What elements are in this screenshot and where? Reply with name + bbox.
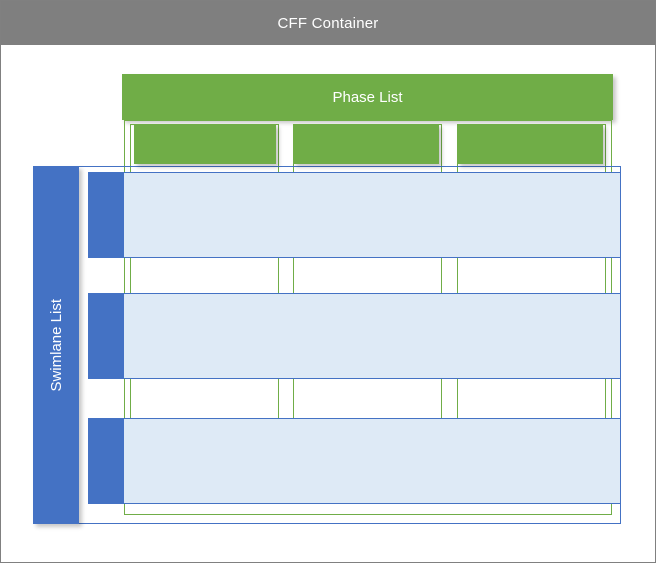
phase-list-bar[interactable]: Phase List [122, 74, 613, 120]
swimlane-row-3-header[interactable] [88, 418, 123, 504]
swimlane-row-1-body[interactable] [123, 172, 621, 258]
phase-column-3-header[interactable] [457, 124, 603, 164]
swimlane-row-3-body[interactable] [123, 418, 621, 504]
cff-container-title: CFF Container [277, 14, 379, 32]
phase-column-1-header[interactable] [134, 124, 276, 164]
swimlane-list-outer-frame [33, 166, 621, 524]
swimlane-row-2-body[interactable] [123, 293, 621, 379]
phase-column-2-header[interactable] [293, 124, 439, 164]
swimlane-list-bar[interactable]: Swimlane List [33, 166, 79, 524]
phase-list-title: Phase List [332, 88, 403, 106]
cff-container-header: CFF Container [1, 1, 655, 45]
swimlane-row-2-header[interactable] [88, 293, 123, 379]
swimlane-row-1-header[interactable] [88, 172, 123, 258]
swimlane-list-title: Swimlane List [47, 298, 65, 392]
